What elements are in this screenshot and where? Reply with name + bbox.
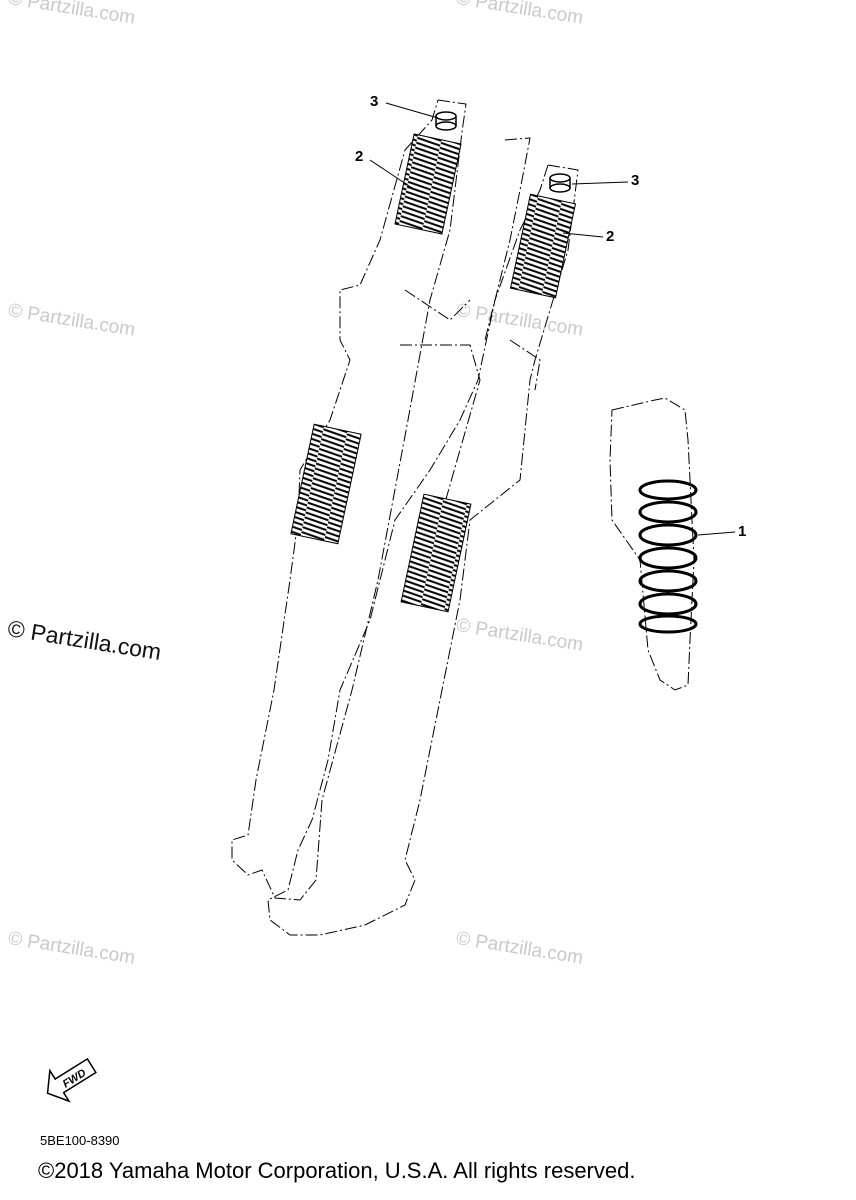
callout-3-right: 3 xyxy=(631,172,640,189)
collar-right xyxy=(549,173,571,193)
collar-left xyxy=(435,111,457,131)
rear-shock-outline xyxy=(609,397,695,691)
callout-3-left: 3 xyxy=(370,93,379,110)
rear-shock-spring xyxy=(638,479,698,634)
left-fork-outline xyxy=(231,99,481,901)
fwd-arrow-icon: FWD xyxy=(46,1057,97,1103)
spring-left-upper xyxy=(394,133,462,235)
spring-right-upper xyxy=(509,193,577,299)
spring-left-lower xyxy=(290,423,362,545)
part-code: 5BE100-8390 xyxy=(40,1133,120,1148)
spring-right-lower xyxy=(400,493,472,613)
callout-1: 1 xyxy=(738,523,747,540)
copyright: ©2018 Yamaha Motor Corporation, U.S.A. A… xyxy=(38,1158,636,1183)
callout-2-left: 2 xyxy=(355,148,364,165)
right-fork-outline xyxy=(267,137,579,936)
callout-2-right: 2 xyxy=(606,228,615,245)
leader-lines xyxy=(369,102,736,536)
